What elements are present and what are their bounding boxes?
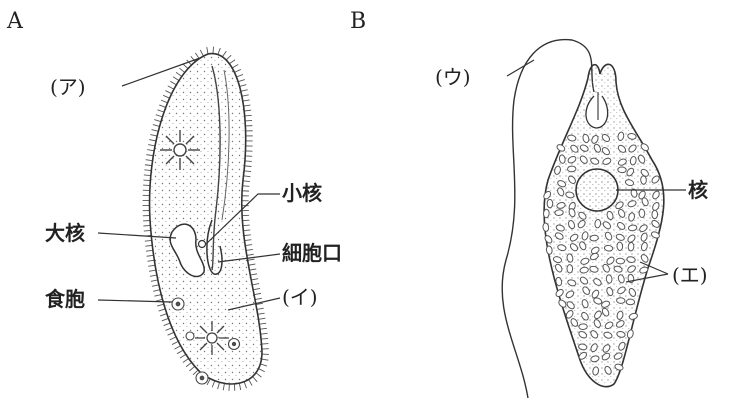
euglena-figure <box>502 40 664 398</box>
label-d: (エ) <box>672 263 708 287</box>
nucleus <box>576 169 618 211</box>
label-nucleus: 核 <box>688 178 708 202</box>
paramecium-figure <box>143 47 269 391</box>
micronucleus <box>199 241 206 248</box>
leader-food-vacuole <box>98 300 172 302</box>
contractile-vacuole-lower <box>195 321 229 355</box>
paramecium-body <box>150 54 262 384</box>
label-b: (イ) <box>282 285 318 309</box>
label-food-vacuole: 食胞 <box>45 287 85 311</box>
contractile-vacuole-upper <box>160 130 200 170</box>
panel-a-letter: A <box>6 9 24 34</box>
label-cytostome: 細胞口 <box>282 241 342 265</box>
label-a: (ア) <box>50 75 86 99</box>
label-macronucleus: 大核 <box>45 221 85 245</box>
panel-b-letter: B <box>350 9 366 34</box>
label-c: (ウ) <box>435 65 471 89</box>
label-micronucleus: 小核 <box>282 181 322 205</box>
